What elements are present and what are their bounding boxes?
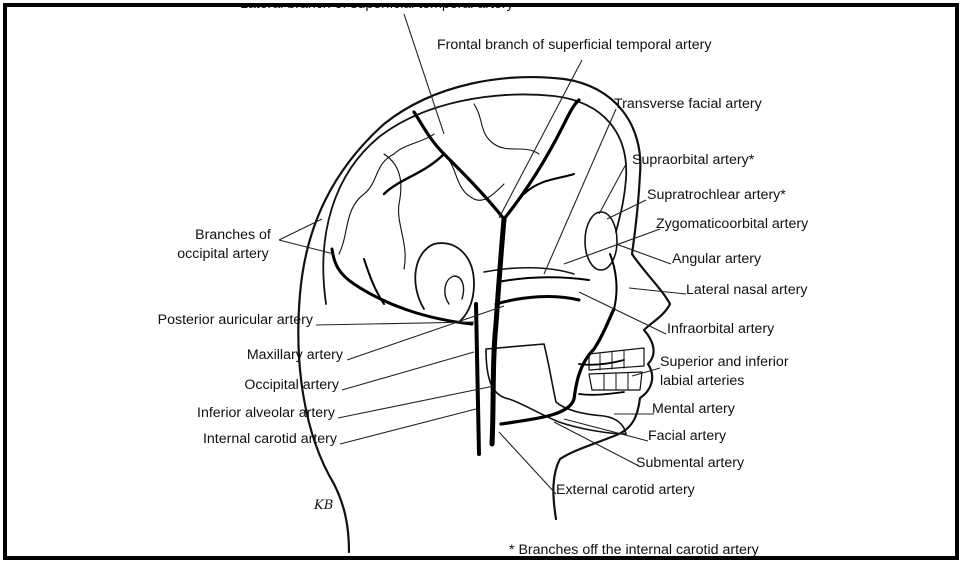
label-submental: Submental artery [636, 455, 744, 472]
label-lateral-temporal: Lateral branch of superficial temporal a… [240, 3, 514, 13]
diagram-frame: Lateral branch of superficial temporal a… [3, 3, 959, 560]
label-occipital-branches-1: Branches of [181, 227, 285, 244]
internal-carotid-artery [476, 304, 479, 454]
occipital-artery-branches [332, 249, 472, 324]
label-internal-carotid: Internal carotid artery [157, 431, 337, 448]
label-inferior-alveolar: Inferior alveolar artery [157, 405, 335, 422]
label-angular: Angular artery [672, 251, 761, 268]
facial-artery [501, 309, 614, 424]
label-facial: Facial artery [648, 428, 726, 445]
mandible [486, 344, 626, 434]
label-zygomaticoorbital: Zygomaticoorbital artery [656, 216, 808, 233]
label-lateral-nasal: Lateral nasal artery [686, 282, 807, 299]
label-posterior-auricular: Posterior auricular artery [107, 312, 313, 329]
footnote: * Branches off the internal carotid arte… [509, 542, 759, 559]
label-supraorbital: Supraorbital artery* [632, 152, 754, 169]
label-maxillary: Maxillary artery [187, 347, 343, 364]
superficial-temporal-frontal [504, 100, 579, 219]
maxillary-artery [496, 297, 579, 304]
label-frontal-branch: Frontal branch of superficial temporal a… [437, 37, 711, 54]
ear [415, 243, 474, 322]
label-labial-1: Superior and inferior [660, 354, 789, 371]
label-external-carotid: External carotid artery [556, 482, 695, 499]
external-carotid-artery [492, 219, 504, 444]
head-artery-illustration [7, 7, 955, 556]
label-transverse-facial: Transverse facial artery [614, 96, 762, 113]
transverse-facial-artery [498, 277, 589, 282]
label-supratrochlear: Supratrochlear artery* [647, 187, 786, 204]
label-labial-2: labial arteries [660, 373, 744, 390]
artist-signature: KB [314, 497, 333, 514]
label-infraorbital: Infraorbital artery [667, 321, 774, 338]
label-occipital: Occipital artery [187, 377, 339, 394]
label-mental: Mental artery [652, 401, 735, 418]
label-occipital-branches-2: occipital artery [161, 246, 285, 263]
